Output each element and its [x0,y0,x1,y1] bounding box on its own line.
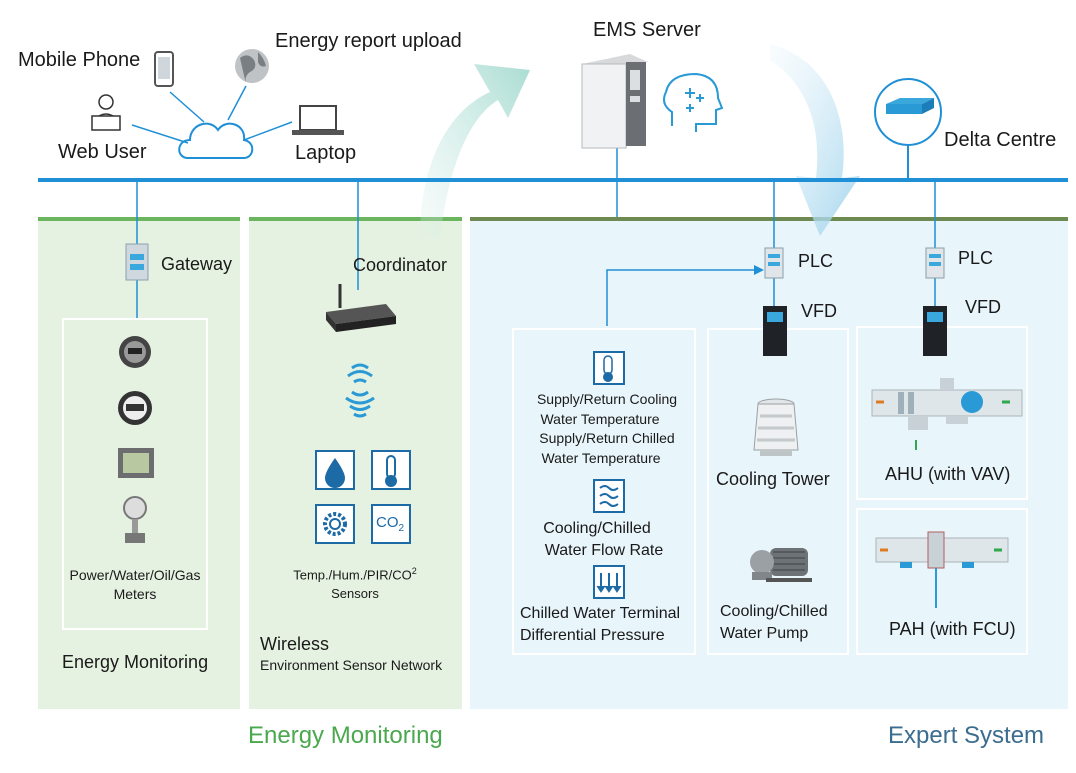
plc-label: PLC [798,251,834,271]
cooling-tower-icon [753,398,799,456]
pah-icon [875,531,1009,608]
laptop-icon [292,105,344,135]
supply-cooling-line1: Supply/Return Cooling [536,391,678,407]
expert-system-panel [470,217,1068,709]
meters-label: Power/Water/Oil/Gas Meters [62,566,208,604]
sensors-label: Temp./Hum./PIR/CO2 Sensors [270,562,440,603]
wireless-footer-title: Wireless [260,634,330,654]
water-meter-icon [118,391,152,425]
flow-rate-icon [593,479,625,513]
water-pump-icon [750,548,812,582]
cloud-icon [178,122,254,159]
humidity-icon [315,450,355,490]
coordinator-label: Coordinator [353,255,448,275]
water-pump-line1: Cooling/Chilled [720,603,828,620]
sensors-label-sup: 2 [411,566,417,576]
vfd-icon-2 [923,306,947,356]
plc-icon-2 [925,247,945,279]
sensors-label-line1: Temp./Hum./PIR/CO [293,567,412,583]
gas-meter-icon [123,496,147,543]
ahu-label: AHU (with VAV) [885,464,1011,484]
pah-box [856,508,1028,655]
mobile-phone-icon [154,51,174,87]
sensors-measure-box [512,328,696,655]
flow-rate-line1: Cooling/Chilled [543,520,651,537]
sensors-label-line2: Sensors [331,586,379,602]
meters-box [62,318,208,630]
supply-chilled-line1: Supply/Return Chilled [539,430,675,446]
upload-arrow [420,64,530,238]
plc-icon [764,247,784,279]
plc-label-2: PLC [958,248,994,268]
download-arrow [770,44,860,236]
vfd-label-2: VFD [965,297,1001,317]
supply-chilled-line2: Water Temperature [541,449,661,466]
water-temperature-icon [593,351,625,385]
energy-report-upload-label: Energy report upload [275,30,462,52]
web-user-icon [91,94,121,131]
wireless-footer-subtitle: Environment Sensor Network [260,657,443,673]
vfd-icon [763,306,787,356]
ems-server-label: EMS Server [593,19,701,41]
pressure-line2: Differential Pressure [520,627,665,644]
gateway-icon [125,243,149,281]
energy-panel-footer: Energy Monitoring [62,652,209,672]
water-pump-line2: Water Pump [720,625,809,642]
delta-centre-icon [874,78,942,146]
coordinator-router-icon [326,284,396,332]
laptop-label: Laptop [295,142,357,164]
web-user-label: Web User [58,141,147,163]
mobile-phone-label: Mobile Phone [18,49,141,71]
oil-meter-icon [118,448,154,478]
delta-centre-label: Delta Centre [944,129,1057,151]
pressure-line1: Chilled Water Terminal [520,605,681,622]
globe-icon [235,49,269,84]
wireless-signal-icon [345,363,375,418]
flow-rate-label: Cooling/Chilled Water Flow Rate [512,518,696,562]
co2-icon-sub: 2 [398,523,405,534]
co2-icon-label: CO2 [376,514,404,534]
differential-pressure-icon [593,565,625,599]
gateway-label: Gateway [161,254,233,274]
cooling-tower-label: Cooling Tower [716,469,830,489]
temperature-icon [371,450,411,490]
water-pump-label: Cooling/Chilled Water Pump [720,601,828,645]
supply-cooling-line2: Water Temperature [540,410,660,427]
ems-server-icon [581,54,648,149]
meters-label-line2: Meters [113,586,157,602]
wireless-panel [249,217,462,709]
co2-sensor-icon [371,504,411,544]
power-meter-icon [119,336,151,368]
energy-monitoring-title: Energy Monitoring [248,722,443,749]
vfd-label: VFD [801,301,837,321]
ahu-icon [871,378,1023,450]
pressure-label: Chilled Water Terminal Differential Pres… [520,603,680,647]
water-temperature-label: Supply/Return Cooling Water Temperature … [512,390,702,468]
expert-system-title: Expert System [888,722,1045,749]
expert-head-icon [663,72,724,132]
pir-sensor-icon [315,504,355,544]
meters-label-line1: Power/Water/Oil/Gas [69,567,201,583]
flow-rate-line2: Water Flow Rate [544,542,664,559]
co2-icon-text: CO [376,514,399,531]
pah-label: PAH (with FCU) [889,619,1016,639]
